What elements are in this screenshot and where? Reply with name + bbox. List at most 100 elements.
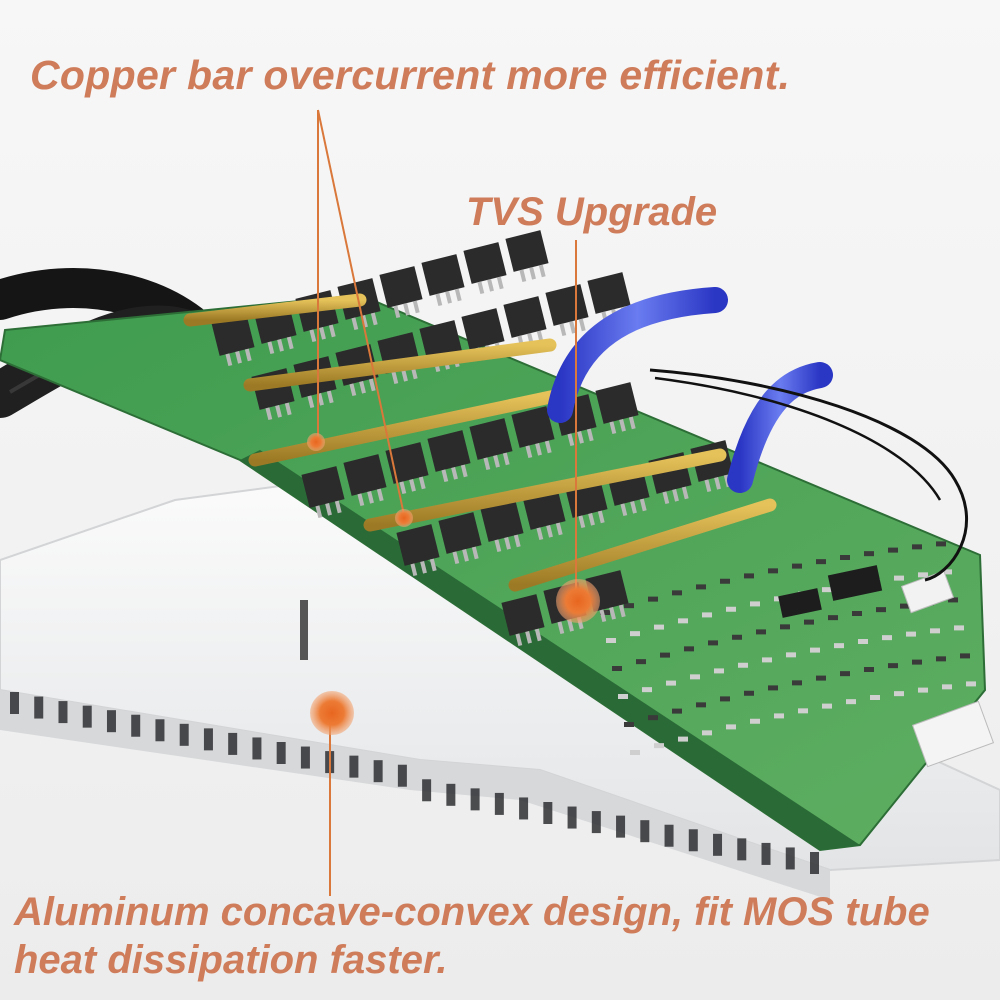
copper-bar	[243, 338, 557, 392]
mosfet-pin	[244, 348, 252, 362]
mosfet-pin	[515, 633, 523, 647]
smd-component	[912, 544, 922, 550]
mosfet-pin	[577, 431, 584, 444]
mosfet	[211, 314, 255, 356]
smd-component	[672, 590, 682, 596]
smd-component	[714, 668, 724, 674]
smd-component	[786, 652, 796, 658]
smd-component	[678, 736, 688, 742]
blue-balance-wire	[547, 287, 968, 582]
mosfet-pin	[536, 527, 544, 541]
smd-component	[768, 568, 778, 574]
heatsink-fin	[519, 797, 529, 820]
smd-component	[840, 555, 850, 560]
connector	[900, 570, 995, 768]
mosfet-pin	[277, 339, 284, 352]
heatsink-fin	[179, 723, 189, 746]
mosfet	[587, 272, 631, 314]
mosfet	[427, 430, 471, 472]
heatsink-fin	[349, 755, 359, 778]
mosfet-pin	[284, 402, 292, 416]
mosfet-pin	[483, 457, 491, 471]
smd-component	[636, 659, 646, 665]
tvs-leader	[556, 240, 600, 623]
mosfet-pin	[557, 621, 565, 635]
mosfet-pin	[639, 498, 647, 512]
copper-bar	[363, 448, 727, 532]
mosfet-pin	[349, 383, 357, 397]
mosfet-pin	[578, 515, 586, 529]
mosfet-pin	[529, 267, 536, 280]
mosfet-pin	[535, 443, 542, 456]
mosfet-pin	[435, 293, 443, 307]
mosfet-pin	[513, 534, 521, 548]
smd-component	[966, 681, 976, 687]
mosfet-pin	[569, 321, 576, 334]
mosfet-pin	[504, 537, 511, 550]
bms-pcb-board	[0, 293, 995, 852]
smd-component	[912, 659, 922, 665]
smd-component	[630, 750, 640, 755]
smd-component	[624, 603, 634, 609]
mosfet-pin	[586, 428, 594, 442]
smd-component	[732, 634, 742, 640]
smd-component	[672, 708, 682, 714]
mosfet-pin	[441, 469, 449, 483]
mosfet-pin	[502, 452, 510, 466]
smd-component	[726, 606, 736, 612]
mosfet-pin	[315, 505, 323, 519]
mosfet-pin	[410, 563, 418, 577]
mosfet	[501, 594, 545, 636]
smd-component	[858, 639, 868, 644]
mosfet-pin	[567, 433, 575, 447]
smd-component	[624, 722, 634, 727]
mosfet	[461, 308, 505, 350]
smd-component	[690, 674, 700, 680]
mosfet-pin	[399, 481, 407, 495]
smd-component	[684, 646, 694, 652]
mosfet-pin	[267, 341, 275, 355]
smd-component	[660, 652, 670, 658]
smd-component	[606, 638, 616, 643]
heatsink-fin	[58, 701, 68, 724]
heatsink-fin	[761, 842, 771, 865]
mosfet-pin	[525, 445, 533, 459]
mosfet-pin	[525, 631, 532, 644]
mosfet-pin	[559, 323, 567, 337]
mosfet-pin	[546, 525, 553, 538]
smd-component	[870, 695, 880, 700]
mosfet	[385, 442, 429, 484]
smd-component	[918, 572, 928, 578]
mosfet-pin	[714, 477, 721, 490]
mosfet-pin	[275, 405, 282, 418]
smd-component	[876, 607, 886, 613]
heatsink-fin	[591, 811, 601, 834]
mosfet	[301, 466, 345, 508]
smd-component	[936, 541, 946, 547]
smd-component	[930, 628, 940, 634]
mosfet-pin	[328, 324, 336, 338]
mosfet-pin	[618, 604, 626, 618]
aluminum-caption: Aluminum concave-convex design, fit MOS …	[14, 888, 930, 984]
smd-component	[816, 675, 826, 681]
mosfet-pin	[534, 628, 542, 642]
smd-component	[618, 694, 628, 699]
heatsink-fin	[252, 737, 262, 760]
heatsink-leader	[310, 691, 354, 896]
mosfet-pin	[401, 369, 408, 382]
aluminum-caption-line-2: heat dissipation faster.	[14, 938, 448, 982]
heatsink-fin	[567, 806, 577, 829]
mosfet-pin	[351, 317, 359, 331]
mosfet-pin	[609, 421, 617, 435]
mosfet-pin	[265, 407, 273, 421]
smd-component	[942, 684, 952, 690]
heatsink-fin	[155, 719, 165, 742]
smd-component	[804, 619, 814, 625]
mosfet-pin	[445, 291, 452, 304]
smd-component	[738, 662, 748, 668]
smd-component	[906, 631, 916, 637]
mosfet-pin	[538, 264, 546, 278]
mosfet-pin	[451, 467, 458, 480]
heatsink-fin	[82, 705, 92, 728]
